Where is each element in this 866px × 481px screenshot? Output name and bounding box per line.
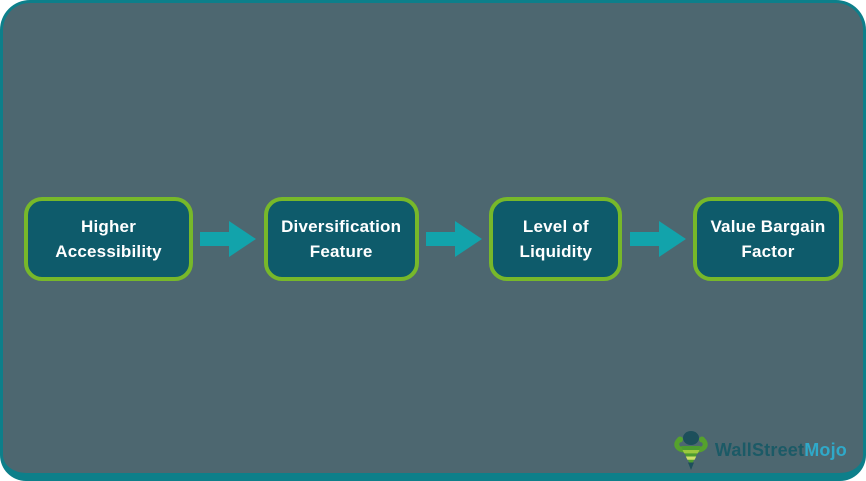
- wallstreetmojo-logo: WallStreetMojo: [672, 428, 847, 472]
- flow-step-label: Diversification Feature: [281, 216, 402, 262]
- flow-step-label: Value Bargain Factor: [710, 216, 826, 262]
- flow-arrow-icon: [425, 221, 482, 257]
- flow-step-diversification-feature: Diversification Feature: [263, 197, 419, 281]
- wordmark-mojo: Mojo: [804, 439, 847, 460]
- wallstreetmojo-wordmark: WallStreetMojo: [715, 440, 847, 461]
- flow-step-level-of-liquidity: Level of Liquidity: [489, 197, 623, 281]
- flow-arrow-icon: [200, 221, 257, 257]
- flow-row: Higher Accessibility Diversification Fea…: [24, 197, 843, 281]
- flow-step-value-bargain-factor: Value Bargain Factor: [692, 197, 843, 281]
- flow-arrow-icon: [629, 221, 686, 257]
- flow-step-higher-accessibility: Higher Accessibility: [24, 197, 193, 281]
- wallstreetmojo-mascot-icon: [674, 431, 708, 470]
- flow-step-label: Level of Liquidity: [519, 216, 593, 262]
- wordmark-wallstreet: WallStreet: [714, 439, 805, 460]
- flow-step-label: Higher Accessibility: [55, 216, 162, 262]
